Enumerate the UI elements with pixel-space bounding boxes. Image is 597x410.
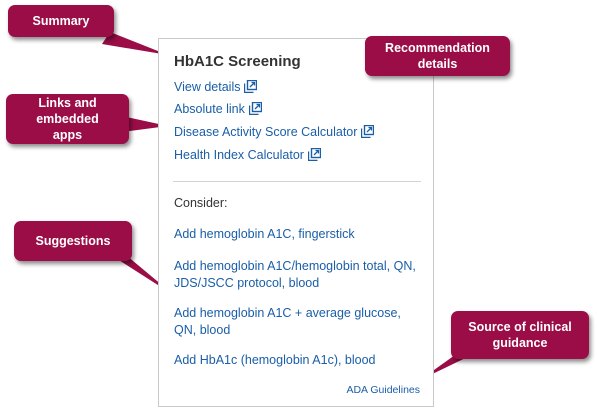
external-link-icon	[248, 102, 262, 115]
health-index-calculator-link[interactable]: Health Index Calculator	[174, 148, 321, 162]
suggestions-callout: Suggestions	[14, 221, 132, 261]
links-callout: Links and embedded apps	[6, 94, 129, 144]
section-divider	[173, 181, 421, 182]
source-link[interactable]: ADA Guidelines	[346, 384, 420, 396]
view-details-link[interactable]: View details	[174, 80, 258, 94]
suggestion-item[interactable]: Add hemoglobin A1C, fingerstick	[174, 227, 355, 241]
recommendation-callout: Recommendation details	[365, 36, 510, 76]
source-callout: Source of clinical guidance	[451, 311, 589, 359]
absolute-link[interactable]: Absolute link	[174, 102, 262, 116]
external-link-icon	[361, 125, 375, 138]
summary-pointer	[102, 32, 168, 55]
suggestion-item[interactable]: Add HbA1c (hemoglobin A1c), blood	[174, 353, 376, 367]
external-link-icon	[307, 148, 321, 161]
suggestion-item[interactable]: Add hemoglobin A1C + average glucose, QN…	[174, 306, 401, 337]
suggestion-item[interactable]: Add hemoglobin A1C/hemoglobin total, QN,…	[174, 259, 416, 290]
links-pointer	[122, 116, 168, 132]
external-link-icon	[244, 80, 258, 93]
disease-activity-calculator-link[interactable]: Disease Activity Score Calculator	[174, 125, 375, 139]
card-title: HbA1C Screening	[174, 53, 301, 70]
consider-label: Consider:	[174, 196, 228, 210]
summary-callout: Summary	[8, 5, 114, 37]
recommendation-card: HbA1C Screening View details Absolute li…	[158, 38, 434, 407]
